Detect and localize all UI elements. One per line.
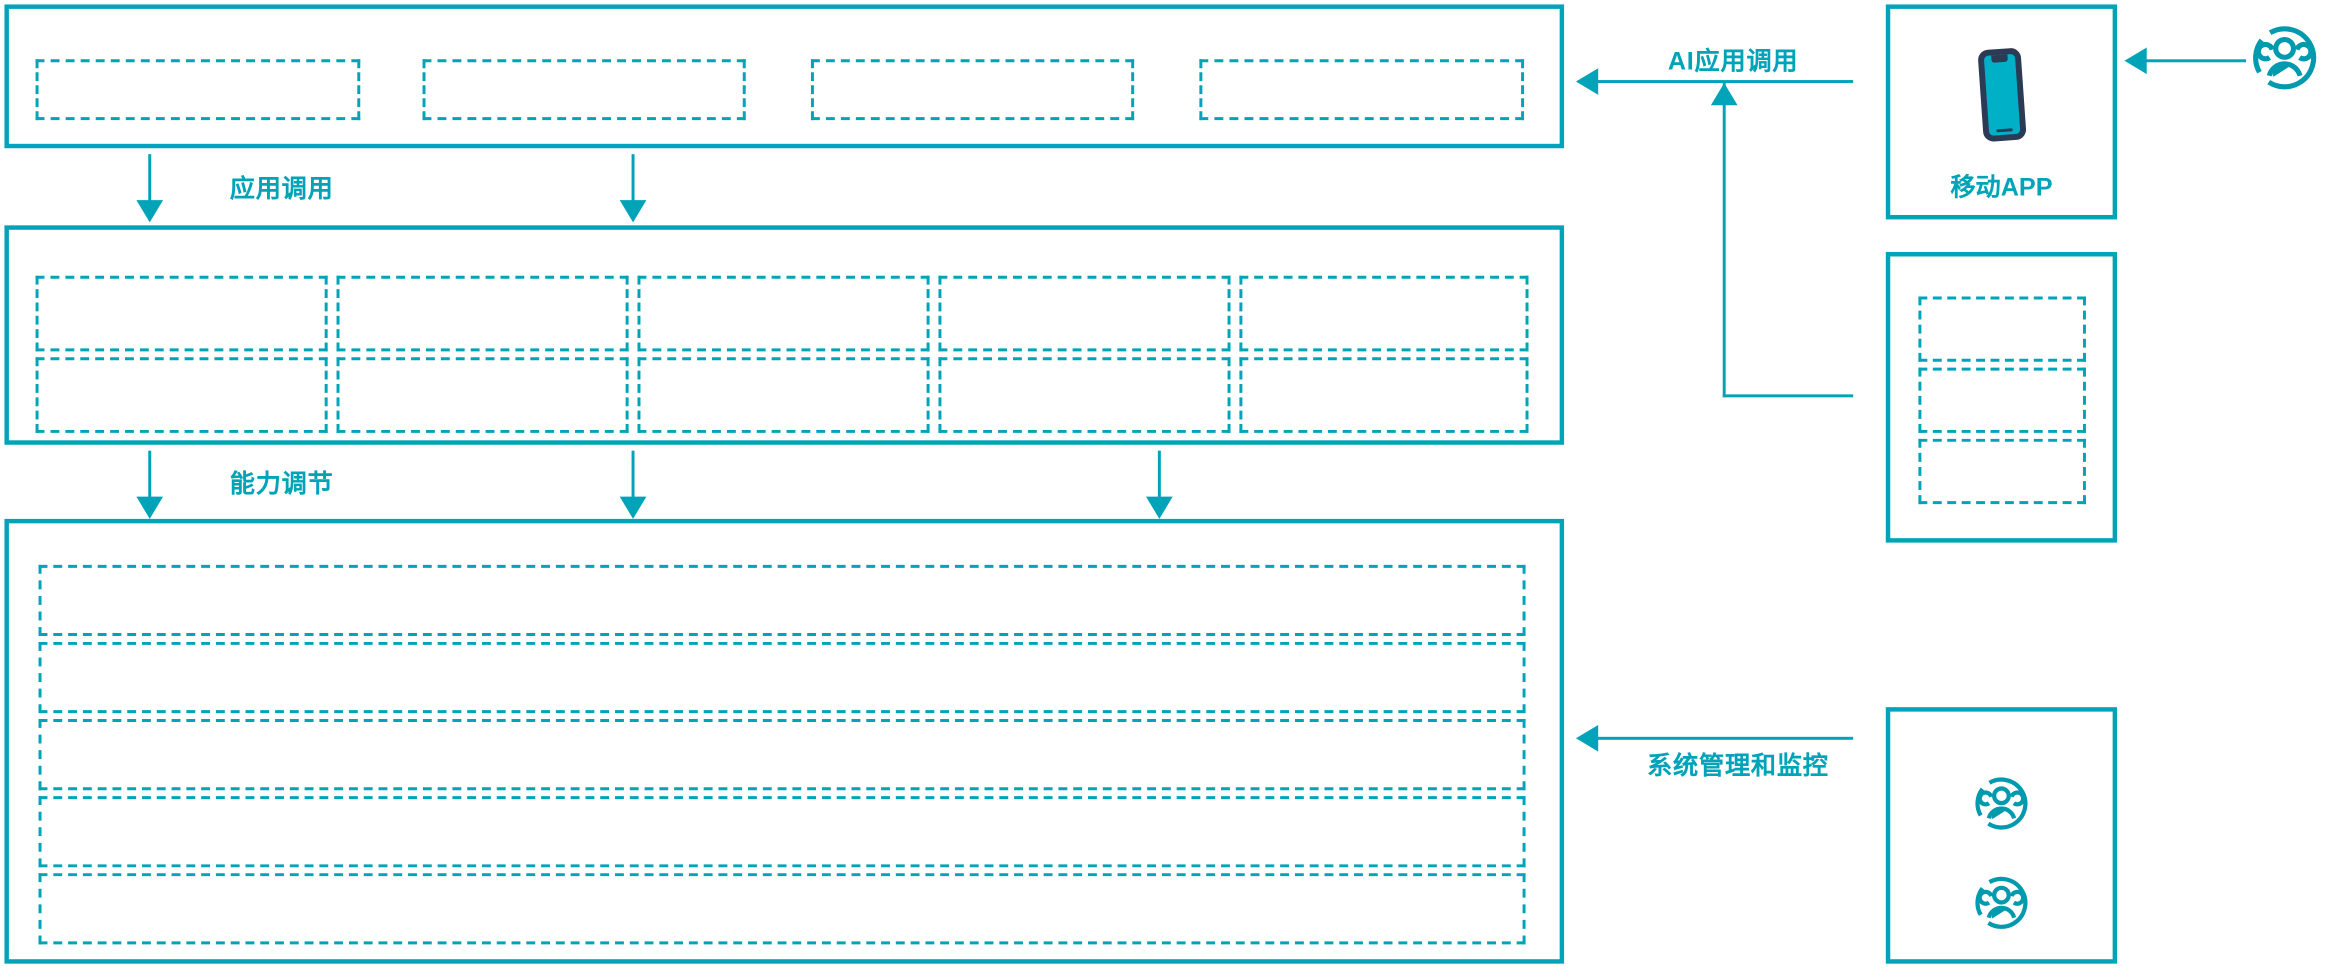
- platform-bar-1[interactable]: [38, 564, 1526, 637]
- system-manage-monitor-label: 系统管理和监控: [1647, 751, 1829, 780]
- capability-slot-r2c3[interactable]: [637, 357, 930, 433]
- capability-slot-r1c3[interactable]: [637, 275, 930, 352]
- app-call-arrow-right: [619, 154, 647, 223]
- external-user-arrow: [2124, 47, 2247, 75]
- channel-slot-3[interactable]: [1918, 438, 2086, 505]
- application-slot-4[interactable]: [1199, 59, 1525, 121]
- ai-app-call-riser-head: [1710, 83, 1738, 106]
- platform-bar-5[interactable]: [38, 873, 1526, 945]
- app-call-arrow-left: [136, 154, 164, 223]
- capability-slot-r1c2[interactable]: [336, 275, 629, 352]
- ai-app-call-foot: [1722, 394, 1854, 398]
- ai-app-call-arrow: [1575, 68, 1854, 95]
- capability-slot-r1c4[interactable]: [938, 275, 1231, 352]
- smartphone-icon: [1970, 47, 2032, 145]
- application-slot-1[interactable]: [35, 59, 361, 121]
- capability-slot-r2c2[interactable]: [336, 357, 629, 433]
- ai-app-call-label: AI应用调用: [1667, 47, 1799, 76]
- platform-bar-3[interactable]: [38, 719, 1526, 791]
- channel-slot-2[interactable]: [1918, 367, 2086, 433]
- application-slot-2[interactable]: [422, 59, 746, 121]
- capability-slot-r2c5[interactable]: [1239, 357, 1529, 433]
- app-call-label: 应用调用: [229, 174, 334, 204]
- capability-call-arrow-middle: [619, 450, 647, 519]
- capability-slot-r1c5[interactable]: [1239, 275, 1529, 352]
- platform-bar-4[interactable]: [38, 796, 1526, 868]
- mobile-app-label: 移动APP: [1950, 173, 2053, 202]
- application-slot-3[interactable]: [810, 59, 1135, 121]
- capability-call-arrow-right: [1146, 450, 1173, 519]
- channel-slot-1[interactable]: [1918, 296, 2086, 362]
- users-group-icon-admin-2: [1973, 875, 2029, 931]
- users-group-icon-admin-1: [1973, 775, 2029, 831]
- capability-call-arrow-left: [136, 450, 164, 519]
- platform-bar-2[interactable]: [38, 641, 1526, 714]
- capability-slot-r2c4[interactable]: [938, 357, 1231, 433]
- capability-slot-r1c1[interactable]: [35, 275, 328, 352]
- admin-panel: [1885, 707, 2118, 964]
- capability-call-label: 能力调节: [229, 469, 334, 499]
- ai-app-call-riser: [1722, 81, 1726, 398]
- capability-slot-r2c1[interactable]: [35, 357, 328, 433]
- users-group-icon-external: [2251, 24, 2319, 92]
- system-manage-monitor-arrow: [1575, 724, 1854, 752]
